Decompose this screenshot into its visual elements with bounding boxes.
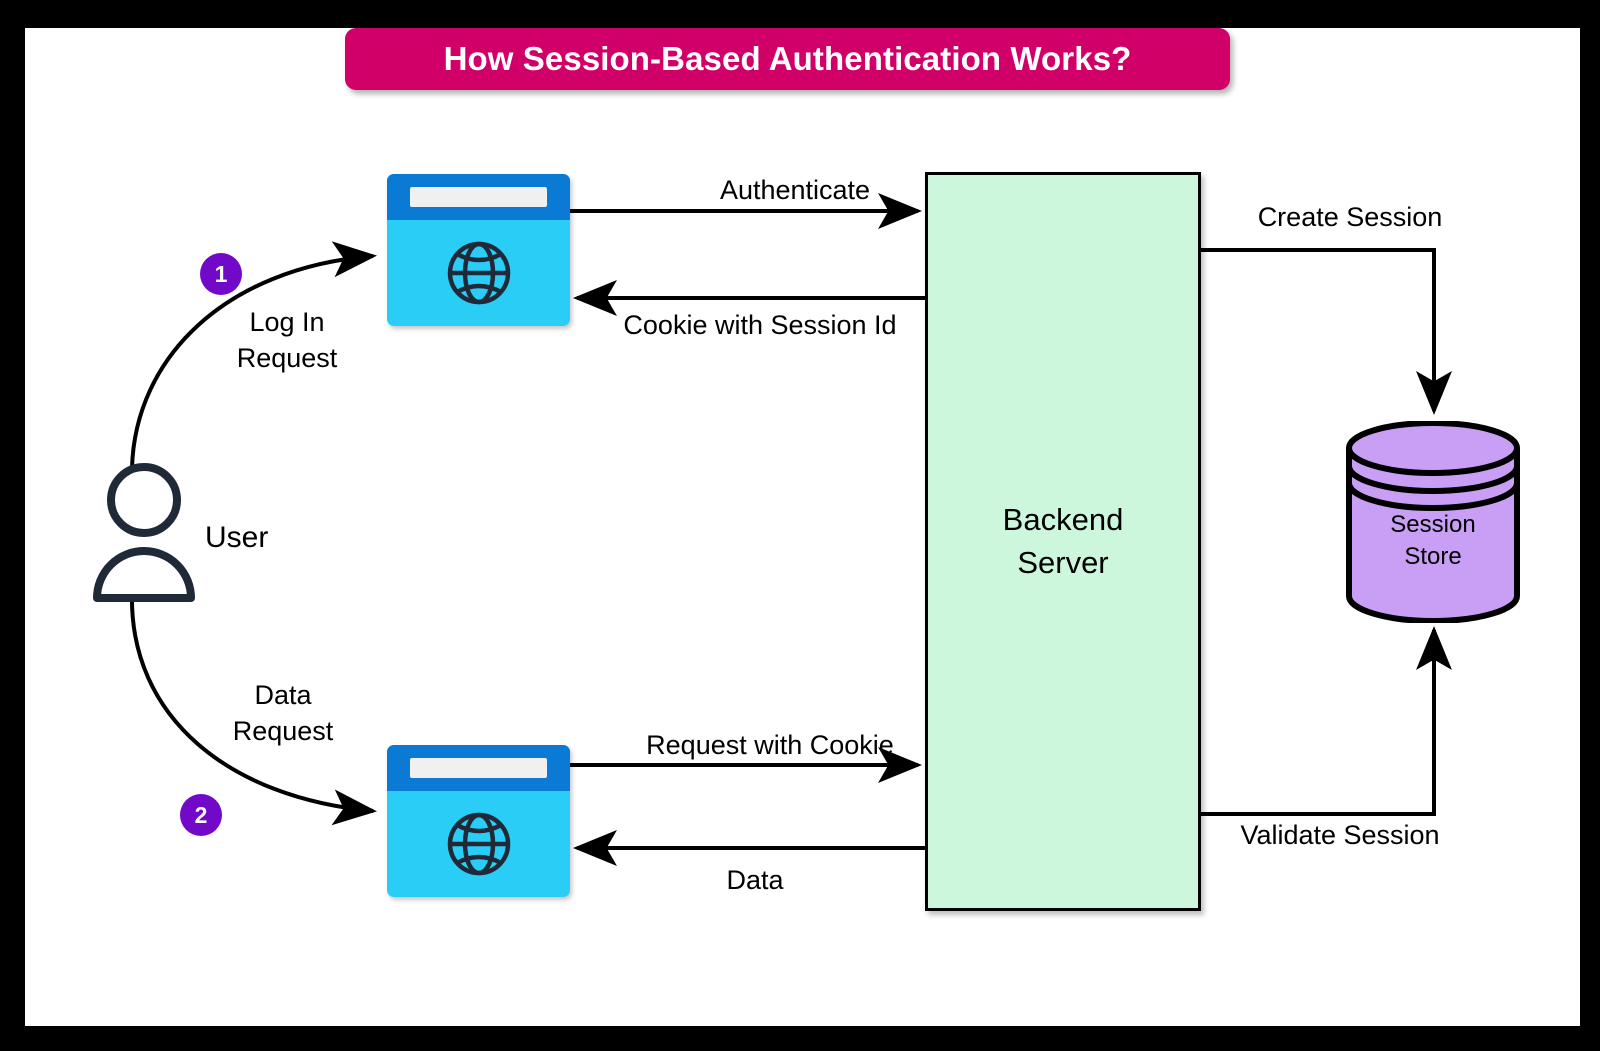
edge-label-data-request: Data Request — [232, 680, 334, 746]
wire-create-session — [1195, 248, 1452, 415]
title-banner: How Session-Based Authentication Works? — [345, 28, 1230, 90]
session-store-node: Session Store — [1343, 420, 1523, 624]
edge-label-cookie-session-id: Cookie with Session Id — [623, 310, 897, 340]
edge-label-authenticate: Authenticate — [719, 175, 871, 205]
globe-icon — [447, 812, 510, 876]
backend-server-label: Backend Server — [1002, 501, 1124, 580]
browser-viewport — [387, 220, 570, 326]
edge-label-request-with-cookie: Request with Cookie — [646, 730, 894, 760]
step-badge-2: 2 — [180, 794, 222, 836]
diagram-canvas: How Session-Based Authentication Works? … — [25, 28, 1580, 1026]
browser-window-top — [387, 174, 570, 326]
browser-title-bar — [387, 174, 570, 220]
browser-address-bar — [410, 187, 547, 207]
backend-server-node: Backend Server — [925, 172, 1201, 911]
edge-label-validate-session: Validate Session — [1240, 820, 1440, 850]
edge-label-create-session: Create Session — [1257, 202, 1443, 232]
user-label: User — [205, 521, 269, 554]
edge-label-login-request: Log In Request — [236, 307, 338, 373]
browser-window-bottom — [387, 745, 570, 897]
page-title: How Session-Based Authentication Works? — [443, 40, 1132, 77]
browser-viewport — [387, 791, 570, 897]
browser-address-bar — [410, 758, 547, 778]
edge-label-data-response: Data — [726, 865, 784, 895]
globe-icon — [447, 241, 510, 305]
step-badge-1: 1 — [200, 253, 242, 295]
user-node — [87, 458, 222, 608]
user-icon — [93, 463, 195, 602]
database-cylinder-icon — [1346, 420, 1520, 624]
wire-validate-session — [1195, 626, 1452, 816]
browser-title-bar — [387, 745, 570, 791]
